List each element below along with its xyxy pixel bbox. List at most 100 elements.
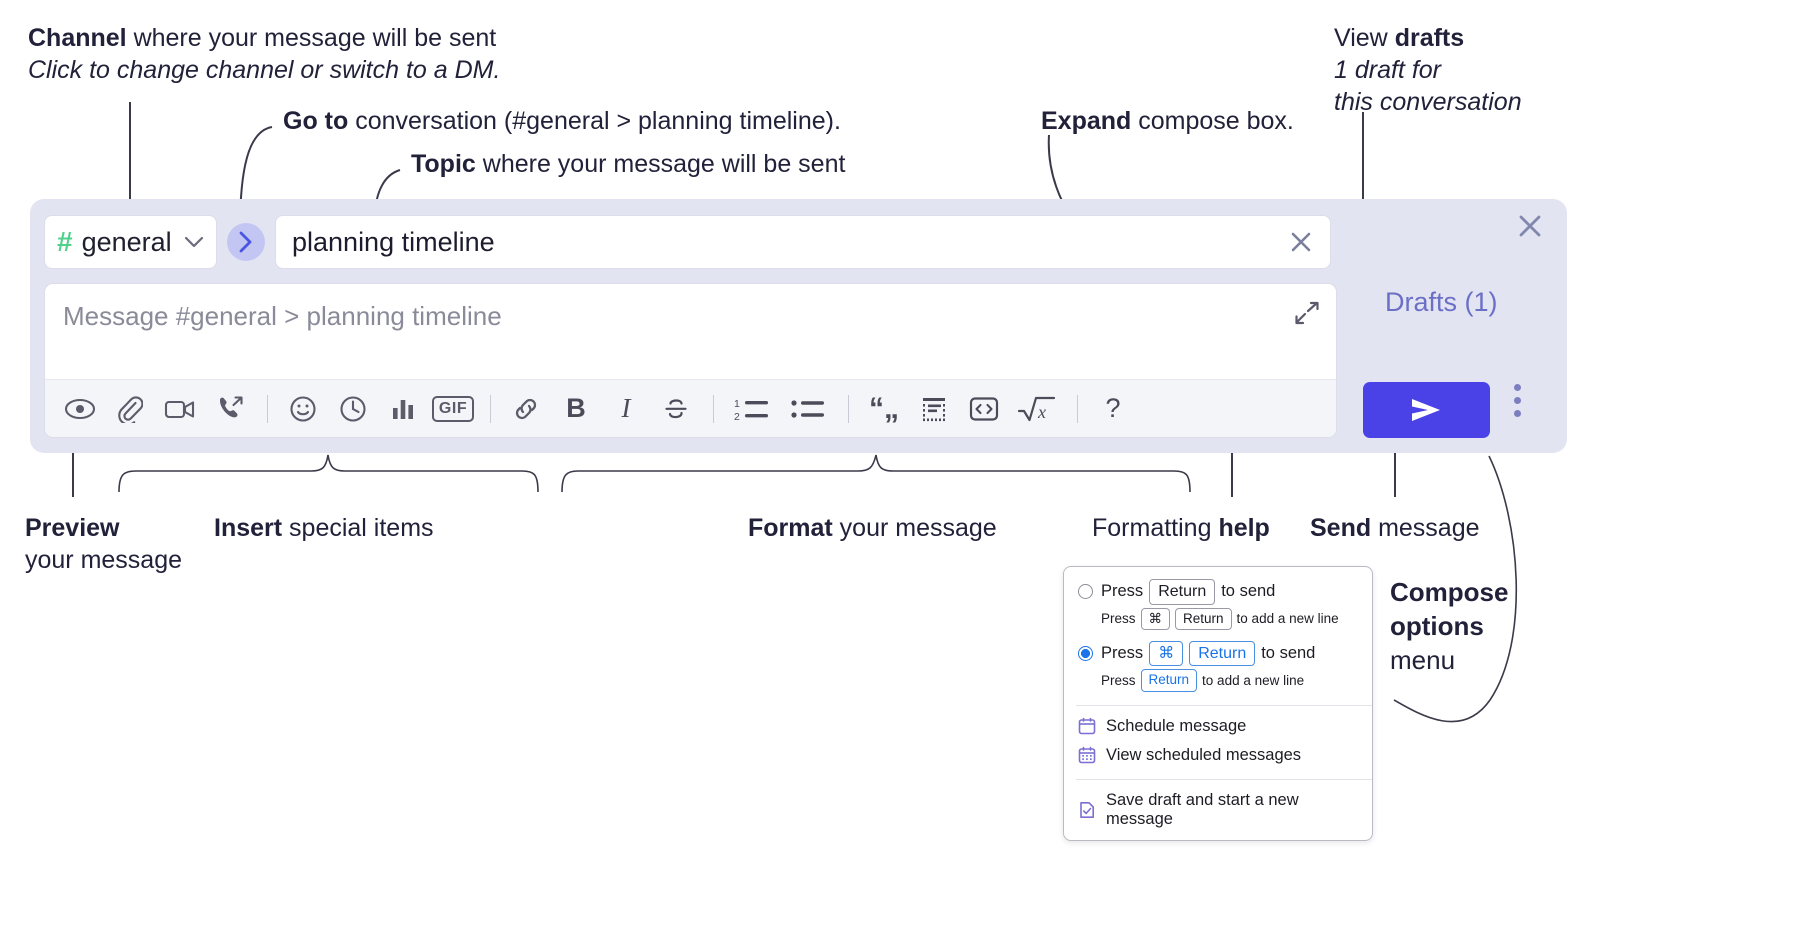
opt2-prefix: Press: [1101, 644, 1144, 663]
more-vertical-icon-dot: [1514, 397, 1521, 404]
blockquote-icon[interactable]: “„: [863, 388, 905, 430]
opt1-suffix: to send: [1221, 582, 1276, 601]
send-option-cmd-return[interactable]: Press ⌘ Return to send: [1064, 634, 1372, 667]
annotation-format-bold: Format: [748, 514, 833, 542]
menu-divider: [1076, 778, 1372, 780]
calendar-days-icon: [1078, 746, 1096, 764]
more-vertical-icon-dot: [1514, 410, 1521, 417]
annotation-compose-options-line3: menu: [1390, 644, 1456, 675]
close-icon[interactable]: [1513, 209, 1547, 248]
opt1-sub-prefix: Press: [1101, 611, 1136, 627]
opt1-prefix: Press: [1101, 582, 1144, 601]
strikethrough-icon[interactable]: [655, 388, 697, 430]
link-icon[interactable]: [505, 388, 547, 430]
opt2-suffix: to send: [1261, 644, 1316, 663]
annotation-send: Send message: [1310, 512, 1480, 544]
opt1-key-return: Return: [1149, 579, 1216, 605]
menu-item-label: Save draft and start a new message: [1106, 790, 1299, 828]
radio-icon-selected[interactable]: [1078, 646, 1093, 662]
annotation-help: Formatting help: [1092, 512, 1270, 544]
radio-icon[interactable]: [1078, 584, 1093, 600]
math-icon[interactable]: x: [1013, 388, 1061, 430]
annotation-topic-rest: where your message will be sent: [475, 150, 846, 178]
help-label: ?: [1105, 393, 1121, 423]
bold-label: B: [566, 393, 586, 423]
chevron-right-icon: [239, 231, 252, 253]
menu-item-schedule-message[interactable]: Schedule message: [1064, 712, 1372, 741]
gif-icon[interactable]: GIF: [431, 388, 475, 430]
attachment-icon[interactable]: [109, 388, 151, 430]
poll-icon[interactable]: [382, 388, 424, 430]
emoji-icon[interactable]: [282, 388, 324, 430]
annotation-send-bold: Send: [1310, 514, 1372, 542]
audio-call-icon[interactable]: [209, 388, 251, 430]
annotation-format: Format your message: [748, 512, 997, 544]
more-vertical-icon-dot: [1514, 384, 1521, 391]
send-icon: [1411, 399, 1440, 421]
annotation-expand-bold: Expand: [1041, 107, 1132, 135]
menu-item-label: Schedule message: [1106, 716, 1247, 735]
topic-value: planning timeline: [292, 226, 495, 257]
annotation-goto-bold: Go to: [283, 107, 349, 135]
send-option-return[interactable]: Press Return to send: [1064, 577, 1372, 605]
blockquote-label: “„: [869, 391, 899, 425]
annotation-send-rest: message: [1371, 514, 1480, 542]
annotation-compose-options: Compose options menu: [1390, 576, 1508, 677]
expand-icon[interactable]: [1294, 300, 1320, 326]
topic-input[interactable]: planning timeline: [275, 215, 1331, 269]
bold-icon[interactable]: B: [555, 388, 597, 430]
svg-text:x: x: [1037, 402, 1046, 422]
video-icon[interactable]: [159, 388, 201, 430]
annotation-drafts: View drafts 1 draft for this conversatio…: [1334, 22, 1522, 118]
channel-selector[interactable]: # general: [44, 215, 217, 269]
clock-icon[interactable]: [332, 388, 374, 430]
separator: [1077, 394, 1078, 423]
help-icon[interactable]: ?: [1092, 388, 1134, 430]
svg-text:2: 2: [734, 411, 740, 422]
message-placeholder: Message #general > planning timeline: [63, 301, 502, 331]
opt1-sub-key-cmd: ⌘: [1140, 607, 1171, 630]
code-block-icon[interactable]: [913, 388, 955, 430]
annotation-channel: Channel where your message will be sent …: [28, 22, 500, 86]
annotation-format-rest: your message: [832, 514, 997, 542]
compose-header-row: # general planning timeline: [44, 215, 1331, 269]
hash-icon: #: [57, 226, 73, 257]
opt1-sub-key-return: Return: [1175, 607, 1232, 630]
bulleted-list-icon[interactable]: [784, 388, 832, 430]
annotation-preview-line2: your message: [25, 546, 183, 574]
save-draft-icon: [1080, 801, 1094, 818]
italic-icon[interactable]: I: [605, 388, 647, 430]
send-option-return-sub: Press ⌘ Return to add a new line: [1064, 605, 1372, 634]
preview-icon[interactable]: [59, 388, 101, 430]
compose-options-menu: Press Return to send Press ⌘ Return to a…: [1063, 566, 1373, 841]
annotation-drafts-italic-2: this conversation: [1334, 88, 1522, 116]
goto-conversation-button[interactable]: [227, 223, 265, 261]
annotation-goto: Go to conversation (#general > planning …: [283, 105, 841, 137]
menu-item-view-scheduled-messages[interactable]: View scheduled messages: [1064, 741, 1372, 770]
menu-item-save-draft[interactable]: Save draft and start a new message: [1064, 786, 1372, 834]
code-icon[interactable]: [963, 388, 1005, 430]
annotation-topic: Topic where your message will be sent: [411, 148, 845, 180]
separator: [713, 394, 714, 423]
opt2-sub-prefix: Press: [1101, 673, 1136, 689]
message-input-area[interactable]: Message #general > planning timeline: [44, 283, 1337, 438]
annotation-insert-bold: Insert: [214, 514, 283, 542]
annotation-help-bold: help: [1218, 514, 1270, 542]
annotation-compose-options-line1: Compose: [1390, 577, 1509, 607]
annotation-drafts-italic-1: 1 draft for: [1334, 56, 1441, 84]
compose-options-button[interactable]: [1514, 384, 1521, 417]
opt2-key-cmd: ⌘: [1149, 640, 1184, 667]
close-icon[interactable]: [1286, 227, 1316, 257]
annotation-expand: Expand compose box.: [1041, 105, 1294, 137]
menu-item-label: View scheduled messages: [1106, 745, 1302, 764]
annotation-channel-italic: Click to change channel or switch to a D…: [28, 56, 501, 84]
send-button[interactable]: [1363, 382, 1490, 438]
opt2-sub-suffix: to add a new line: [1202, 673, 1305, 689]
drafts-link[interactable]: Drafts (1): [1385, 287, 1498, 317]
annotation-drafts-bold: drafts: [1394, 24, 1465, 52]
annotation-insert: Insert special items: [214, 512, 434, 544]
